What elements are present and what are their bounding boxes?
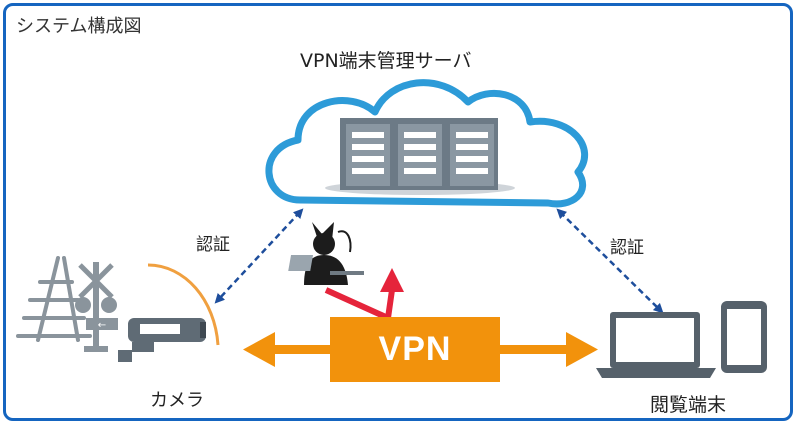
camera-range-arc (147, 263, 220, 346)
vpn-box: VPN (330, 317, 500, 382)
diagram-title: システム構成図 (16, 16, 142, 37)
laptop-icon (596, 312, 716, 378)
diagram-frame (3, 3, 793, 421)
viewer-terminal-label: 閲覧端末 (650, 394, 727, 416)
server-rack-icon (325, 118, 515, 195)
hacker-icon (288, 222, 364, 285)
camera-icon (118, 318, 206, 362)
auth-arrow-left (214, 208, 304, 304)
camera-label: カメラ (150, 390, 204, 411)
svg-text:←: ← (98, 320, 106, 331)
railway-crossing-icon: ← (75, 262, 118, 352)
tablet-icon (721, 301, 767, 373)
server-label: VPN端末管理サーバ (300, 50, 472, 72)
auth-arrow-right (556, 208, 664, 314)
railway-track-icon (16, 256, 92, 342)
vpn-label: VPN (378, 330, 452, 368)
